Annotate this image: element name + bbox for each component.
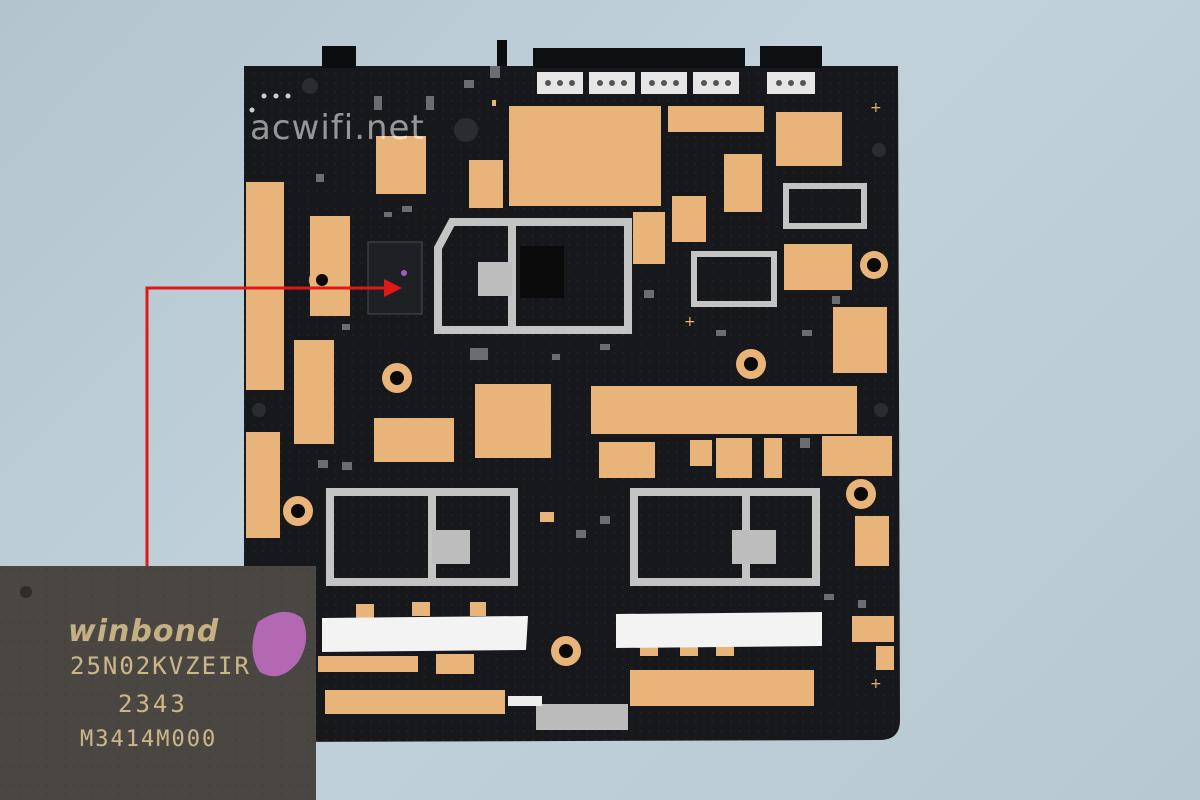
svg-text:+: + <box>684 314 696 330</box>
shield-cans <box>326 183 867 586</box>
svg-text:+: + <box>870 676 882 692</box>
svg-text:+: + <box>870 100 882 116</box>
chip-lot-code: M3414M000 <box>80 727 218 752</box>
label-strip <box>616 612 822 648</box>
chip-date-code: 2343 <box>118 690 188 718</box>
label-strip <box>322 616 528 652</box>
soc-chip <box>520 246 564 298</box>
ink-mark <box>252 611 307 677</box>
watermark: acwifi.net <box>250 108 425 148</box>
nand-chip-on-board <box>367 241 423 315</box>
top-connector <box>760 46 822 68</box>
chip-part-number: 25N02KVZEIR <box>70 652 251 680</box>
callout-arrow <box>145 279 402 568</box>
top-connector <box>322 46 356 68</box>
top-connector <box>533 48 745 68</box>
chip-brand-marking: winbond <box>68 614 220 649</box>
gold-pads <box>246 106 894 714</box>
